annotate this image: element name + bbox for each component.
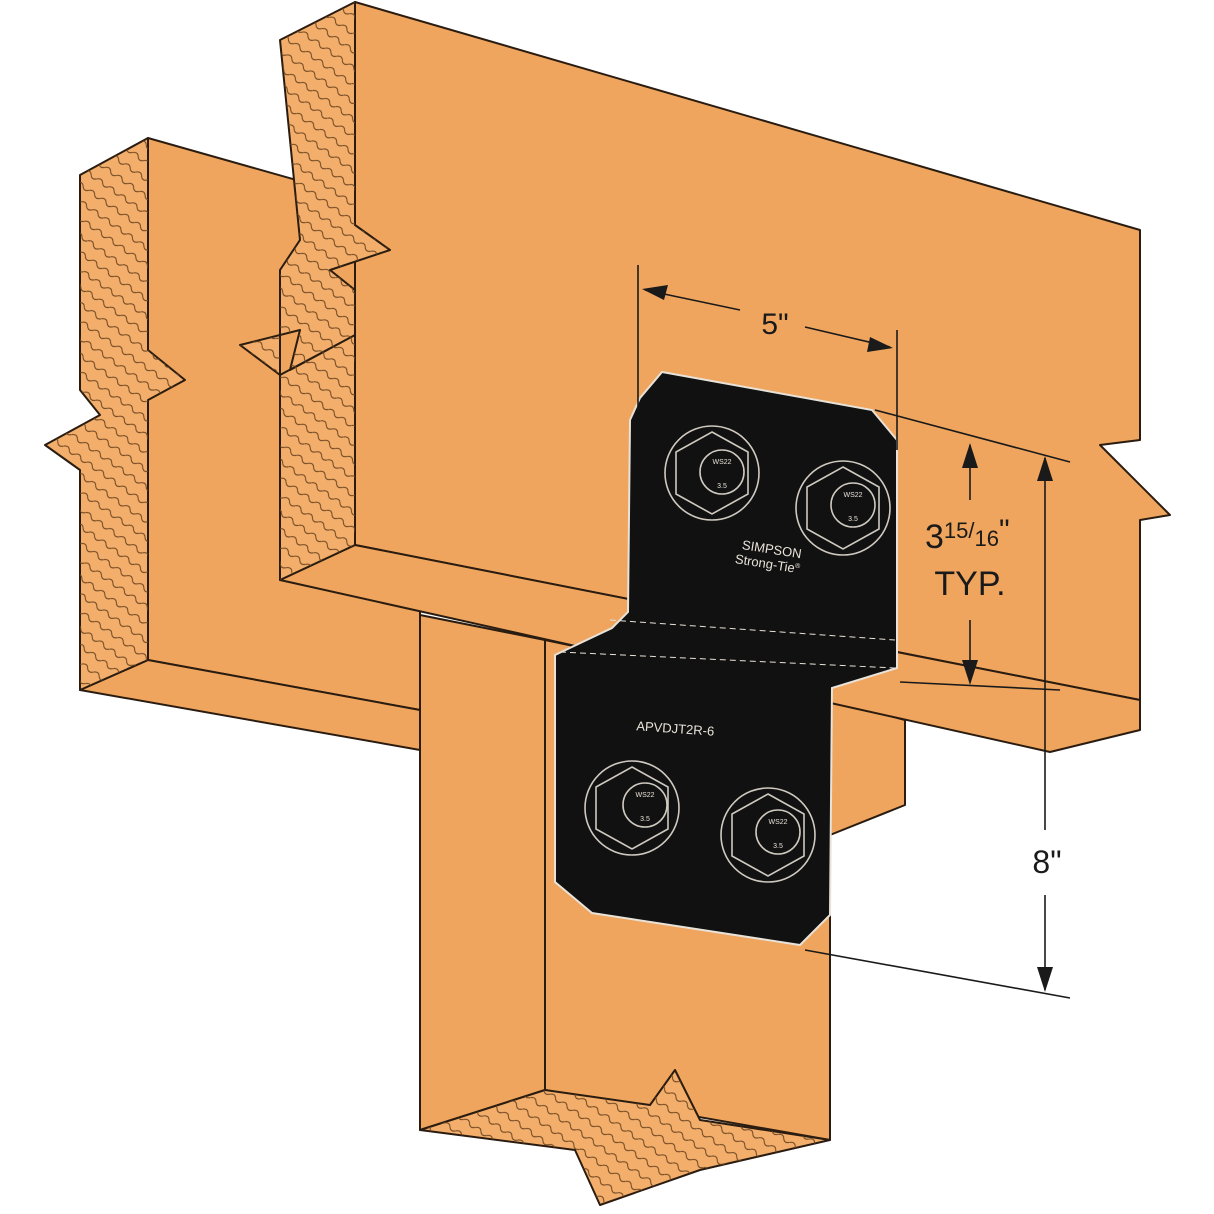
svg-text:3.5: 3.5 <box>640 816 650 823</box>
bolt-icon: WS22 3.5 <box>720 787 816 883</box>
strap-bracket: WS22 3.5 WS22 3.5 WS22 3.5 WS22 3.5 SIMP… <box>554 370 898 947</box>
svg-text:315/16": 315/16" <box>925 514 1010 556</box>
model-label: APVDJT2R-6 <box>636 718 715 738</box>
svg-text:WS22: WS22 <box>635 792 654 799</box>
svg-text:WS22: WS22 <box>843 492 862 499</box>
svg-text:8": 8" <box>1032 844 1061 880</box>
dimension-height: 8" <box>804 456 1071 999</box>
svg-text:WS22: WS22 <box>768 819 787 826</box>
dimension-bolt-spacing: 315/16" TYP. <box>874 409 1071 691</box>
svg-text:WS22: WS22 <box>712 459 731 466</box>
dimension-width: 5" <box>637 265 898 450</box>
svg-text:TYP.: TYP. <box>934 565 1005 603</box>
svg-text:5": 5" <box>761 308 788 341</box>
bolt-icon: WS22 3.5 <box>584 760 680 856</box>
svg-text:3.5: 3.5 <box>773 843 783 850</box>
svg-text:3.5: 3.5 <box>717 483 727 490</box>
svg-text:3.5: 3.5 <box>848 516 858 523</box>
bolt-icon: WS22 3.5 <box>795 460 891 556</box>
bolt-icon: WS22 3.5 <box>664 425 760 521</box>
